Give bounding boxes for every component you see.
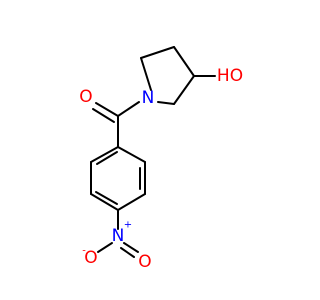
aromatic-inner-bond-3 [96, 151, 118, 165]
bond-carbonyl-double-outer [95, 102, 119, 117]
bond-nitro-n-o-right-outer [123, 242, 139, 253]
hydroxyl-label: HO [217, 66, 243, 86]
bond-carbonyl-double-inner [92, 108, 115, 123]
bond-c4-c5 [173, 75, 195, 105]
nitrogen-positive-charge: + [124, 220, 132, 231]
amide-nitrogen-label: N [142, 88, 155, 108]
bond-n-carbonyl-carbon [117, 101, 140, 117]
carbonyl-oxygen-label: O [79, 87, 92, 107]
nitro-nitrogen-label: N [112, 226, 125, 246]
bond-ring-c6-c1 [90, 146, 119, 163]
bond-ring-c3-c4 [117, 193, 146, 211]
bond-nitro-n-o-left [97, 242, 113, 253]
bond-n-c2 [140, 57, 152, 91]
bond-c3-c4 [173, 46, 195, 77]
oxygen-negative-charge: - [82, 246, 86, 257]
bond-ring-c4-c5 [90, 193, 119, 211]
bond-ring-c1-c2 [117, 146, 146, 163]
chemical-structure-diagram: O N HO N O O + - [79, 46, 243, 272]
aromatic-inner-bond-2 [95, 191, 118, 205]
bond-c5-n [157, 101, 175, 105]
nitro-oxygen-right-label: O [138, 252, 151, 272]
nitro-oxygen-left-label: O [84, 248, 97, 268]
bond-nitro-n-o-right-inner [120, 247, 135, 258]
bond-c2-c3 [140, 46, 175, 59]
